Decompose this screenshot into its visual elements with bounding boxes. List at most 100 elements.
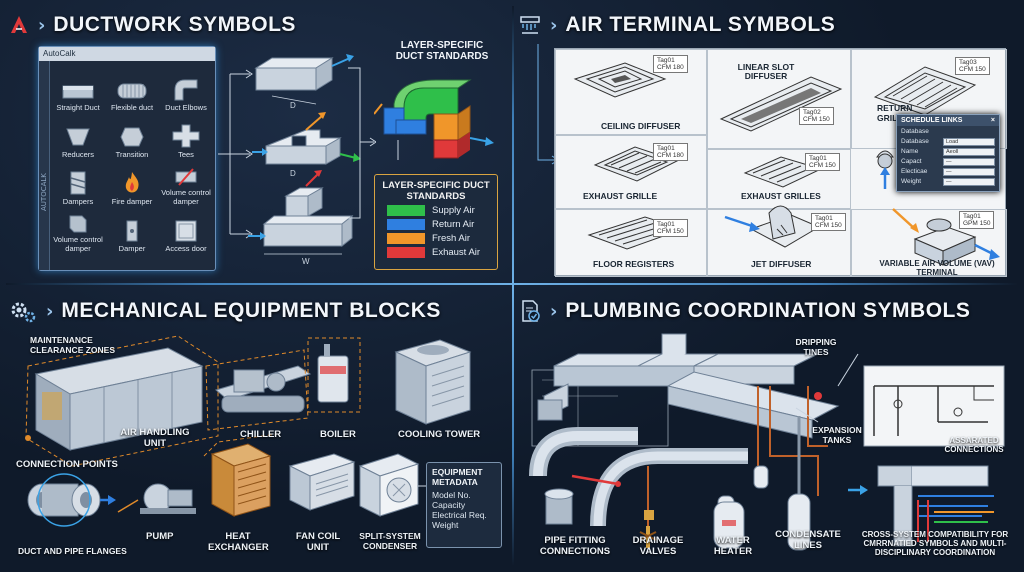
condensate-drawing bbox=[787, 416, 811, 551]
palette-item-flexible-duct[interactable]: Flexible duct bbox=[105, 65, 159, 112]
palette-item-duct-elbows[interactable]: Duct Elbows bbox=[159, 65, 213, 112]
close-icon[interactable]: × bbox=[990, 117, 995, 124]
supply-swatch bbox=[387, 205, 425, 216]
palette-item-fire-damper[interactable]: Fire damper bbox=[105, 159, 159, 206]
palette-item-dampers[interactable]: Dampers bbox=[51, 159, 105, 206]
schedule-value-field[interactable]: — bbox=[943, 167, 995, 176]
tag-id: Tag01 bbox=[963, 213, 981, 220]
label-condensate-lines: CONDENSATE LINES bbox=[775, 529, 841, 551]
tag-flow: CFM 150 bbox=[815, 222, 842, 229]
air-terminal-section: › AIR TERMINAL SYMBOLS bbox=[518, 4, 1018, 280]
palette-item-straight-duct[interactable]: Straight Duct bbox=[51, 65, 105, 112]
cell-vav[interactable] bbox=[851, 209, 1007, 277]
schedule-title: SCHEDULE LINKS × bbox=[897, 115, 999, 126]
palette-connector-lines bbox=[218, 69, 253, 239]
palette-item-label: Damper bbox=[118, 243, 146, 253]
palette-item-transition[interactable]: Transition bbox=[105, 112, 159, 159]
legend-label: Exhaust Air bbox=[432, 247, 481, 258]
volume-damper-icon bbox=[175, 168, 197, 186]
metadata-item: Capacity bbox=[432, 500, 466, 510]
chiller-drawing bbox=[205, 349, 312, 431]
return-swatch bbox=[387, 219, 425, 230]
schedule-value-field[interactable]: Aeoll bbox=[943, 147, 995, 156]
legend-label: Return Air bbox=[432, 219, 475, 230]
palette-item-label: Tees bbox=[178, 149, 194, 159]
schedule-value-field[interactable]: — bbox=[943, 157, 995, 166]
palette-item-reducers[interactable]: Reducers bbox=[51, 112, 105, 159]
legend-title: LAYER-SPECIFIC DUCT STANDARDS bbox=[382, 180, 490, 202]
schedule-value-field[interactable]: — bbox=[943, 177, 995, 186]
label-expansion-tanks: EXPANSION TANKS bbox=[812, 425, 862, 445]
layer-legend: LAYER-SPECIFIC DUCT STANDARDS Supply Air… bbox=[374, 174, 498, 270]
dim-d-label: D bbox=[290, 169, 296, 178]
return-grille-drawing bbox=[873, 66, 977, 116]
label-flanges: DUCT AND PIPE FLANGES bbox=[18, 546, 127, 556]
horizontal-divider bbox=[6, 283, 1018, 285]
palette-item-tees[interactable]: Tees bbox=[159, 112, 213, 159]
tee-icon bbox=[172, 124, 200, 147]
palette-item-damper[interactable]: Damper bbox=[105, 206, 159, 253]
straight-duct-icon bbox=[62, 85, 94, 98]
mechanical-drawings bbox=[25, 335, 472, 527]
volume-damper-2-icon bbox=[69, 215, 87, 233]
cell-exhaust-grille[interactable] bbox=[555, 135, 707, 209]
flanges-drawing bbox=[27, 473, 116, 527]
caption-ceiling-diffuser: CEILING DIFFUSER bbox=[601, 121, 681, 131]
palette-side-label: AUTOCALK bbox=[40, 173, 48, 211]
palette-item-label: Duct Elbows bbox=[165, 102, 207, 112]
reducer-icon bbox=[66, 128, 90, 145]
tag-flow: CFM 150 bbox=[803, 116, 830, 123]
label-split-condenser: SPLIT-SYSTEM CONDENSER bbox=[359, 531, 421, 551]
cell-floor-registers[interactable] bbox=[555, 209, 707, 277]
palette-side-bar[interactable]: AUTOCALK bbox=[39, 61, 50, 270]
label-chiller: CHILLER bbox=[240, 429, 282, 440]
ductwork-section: › DUCTWORK SYMBOLS AutoCalk AUTOCALK Str… bbox=[8, 4, 508, 280]
layer-standards-header: LAYER-SPECIFIC DUCT STANDARDS bbox=[395, 40, 489, 62]
schedule-key: Weight bbox=[901, 178, 922, 185]
caption-return-grille: RETURN GRILLE bbox=[877, 103, 913, 123]
plumbing-header: › PLUMBING COORDINATION SYMBOLS bbox=[518, 294, 970, 328]
label-pump: PUMP bbox=[146, 531, 174, 542]
palette-item-label: Dampers bbox=[62, 196, 94, 206]
cell-linear-slot[interactable] bbox=[707, 49, 851, 149]
air-handling-unit-drawing bbox=[25, 335, 219, 467]
tool-palette[interactable]: AutoCalk AUTOCALK Straight Duct Flexible… bbox=[38, 46, 216, 271]
color-coded-elbow bbox=[374, 79, 494, 160]
riser-duct-drawing: W bbox=[248, 170, 354, 266]
duct-elbow-icon bbox=[174, 79, 198, 100]
palette-item-volume-control[interactable]: Volume control damper bbox=[159, 159, 213, 206]
tag-id: Tag01 bbox=[657, 145, 675, 152]
label-maintenance: MAINTENANCE CLEARANCE ZONES bbox=[30, 335, 116, 355]
label-assarated-connections: ASSARATED CONNECTIONS bbox=[944, 436, 1004, 454]
plumbing-section: › PLUMBING COORDINATION SYMBOLS bbox=[518, 290, 1018, 568]
schedule-row: Capact— bbox=[901, 157, 995, 166]
heat-exchanger-drawing bbox=[203, 433, 279, 517]
detail-drawing-bottom bbox=[848, 465, 994, 547]
tag-id: Tag02 bbox=[803, 109, 821, 116]
palette-item-volume-control-2[interactable]: Volume control damper bbox=[51, 206, 105, 253]
legend-item-fresh: Fresh Air bbox=[387, 233, 497, 244]
tag-flow: GPM 150 bbox=[963, 220, 991, 227]
schedule-value-field[interactable]: Load bbox=[943, 137, 995, 146]
caption-linear-slot: LINEAR SLOT DIFFUSER bbox=[737, 62, 795, 81]
schedule-row: Weight — bbox=[901, 177, 995, 186]
label-water-heater: WATER HEATER bbox=[713, 535, 753, 557]
cell-ceiling-diffuser[interactable] bbox=[555, 49, 707, 135]
tag-flow: CFM 150 bbox=[809, 162, 836, 169]
mechanical-title: MECHANICAL EQUIPMENT BLOCKS bbox=[61, 299, 441, 322]
schedule-row: Electicae— bbox=[901, 167, 995, 176]
palette-item-label: Volume control damper bbox=[53, 235, 103, 253]
exhaust-swatch bbox=[387, 247, 425, 258]
palette-item-access-door[interactable]: Access door bbox=[159, 206, 213, 253]
label-boiler: BOILER bbox=[320, 429, 356, 440]
